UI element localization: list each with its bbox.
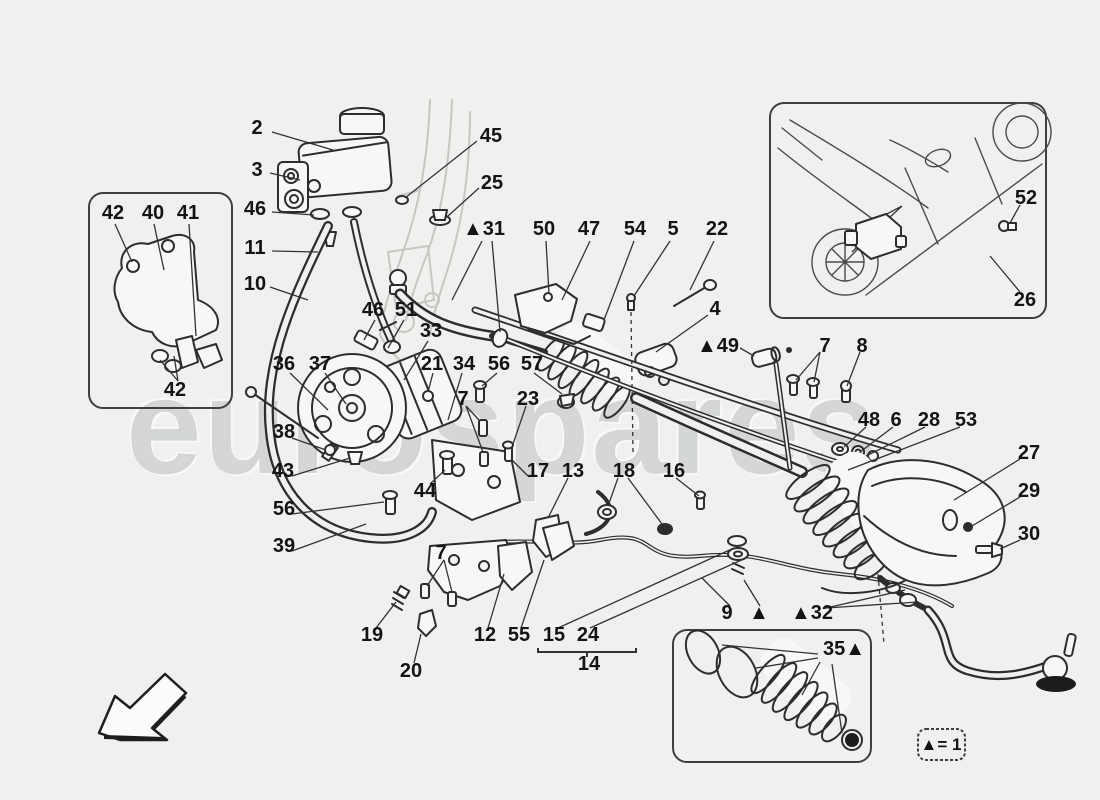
- part-callout-41: 41: [176, 202, 200, 224]
- part-callout-53: 53: [954, 409, 978, 431]
- part-callout-43: 43: [271, 460, 295, 482]
- pump-art: [245, 348, 521, 637]
- leader-lines: [114, 131, 1021, 734]
- legend-box: [917, 728, 966, 761]
- part-callout-49: ▲49: [696, 335, 740, 357]
- part-callout-40: 40: [141, 202, 165, 224]
- part-callout-9: 9: [721, 602, 733, 624]
- part-callout-46: 46: [243, 198, 267, 220]
- part-callout-10: 10: [243, 273, 267, 295]
- part-callout-6: 6: [890, 409, 902, 431]
- part-callout-24: 24: [576, 624, 600, 646]
- part-callout-55: 55: [507, 624, 531, 646]
- part-callout-47: 47: [577, 218, 601, 240]
- part-callout-44: 44: [413, 480, 437, 502]
- part-callout-50: 50: [532, 218, 556, 240]
- part-callout-23: 23: [516, 388, 540, 410]
- part-callout-7: 7: [457, 388, 469, 410]
- part-callout-28: 28: [917, 409, 941, 431]
- part-callout-: ▲: [749, 602, 769, 624]
- direction-arrow: [97, 672, 188, 742]
- part-callout-37: 37: [308, 353, 332, 375]
- part-callout-52: 52: [1014, 187, 1038, 209]
- part-callout-29: 29: [1017, 480, 1041, 502]
- part-callout-56: 56: [487, 353, 511, 375]
- part-callout-38: 38: [272, 421, 296, 443]
- part-callout-39: 39: [272, 535, 296, 557]
- mount-bracket-art: [113, 234, 223, 373]
- part-callout-42: 42: [101, 202, 125, 224]
- part-callout-27: 27: [1017, 442, 1041, 464]
- vehicle-art: [777, 102, 1052, 296]
- part-callout-56: 56: [272, 498, 296, 520]
- part-callout-45: 45: [479, 125, 503, 147]
- part-callout-14: 14: [577, 653, 601, 675]
- reservoir-art: [263, 107, 437, 544]
- part-callout-42: 42: [163, 379, 187, 401]
- part-callout-17: 17: [526, 460, 550, 482]
- part-callout-46: 46: [361, 299, 385, 321]
- inset-boot-kit: [672, 629, 872, 763]
- part-callout-54: 54: [623, 218, 647, 240]
- part-callout-31: ▲31: [462, 218, 506, 240]
- part-callout-35: 35▲: [822, 638, 866, 660]
- part-callout-33: 33: [419, 320, 443, 342]
- part-callout-15: 15: [542, 624, 566, 646]
- part-callout-51: 51: [394, 299, 418, 321]
- part-callout-7: 7: [819, 335, 831, 357]
- inset-vehicle-location: [769, 102, 1047, 319]
- part-callout-36: 36: [272, 353, 296, 375]
- part-callout-21: 21: [420, 353, 444, 375]
- part-callout-32: ▲32: [790, 602, 834, 624]
- part-callout-34: 34: [452, 353, 476, 375]
- steering-rack-art: [389, 269, 1077, 692]
- part-callout-13: 13: [561, 460, 585, 482]
- part-callout-4: 4: [709, 298, 721, 320]
- part-callout-5: 5: [667, 218, 679, 240]
- part-callout-18: 18: [612, 460, 636, 482]
- part-callout-2: 2: [251, 117, 263, 139]
- part-callout-16: 16: [662, 460, 686, 482]
- small-nuts-art: [395, 195, 451, 226]
- part-callout-8: 8: [856, 335, 868, 357]
- part-callout-12: 12: [473, 624, 497, 646]
- part-callout-11: 11: [244, 237, 266, 259]
- inset-mount-bracket: [88, 192, 233, 409]
- part-callout-7: 7: [435, 542, 447, 564]
- boot-kit-art: [684, 629, 863, 751]
- part-callout-26: 26: [1013, 289, 1037, 311]
- legend-label: ▲= 1: [920, 735, 962, 754]
- part-callout-30: 30: [1017, 523, 1041, 545]
- part-callout-25: 25: [480, 172, 504, 194]
- part-callout-57: 57: [520, 353, 544, 375]
- part-callout-48: 48: [857, 409, 881, 431]
- part-callout-3: 3: [251, 159, 263, 181]
- part-callout-22: 22: [705, 218, 729, 240]
- ghost-engine-sketch: [379, 99, 471, 371]
- part-callout-20: 20: [399, 660, 423, 682]
- part-callout-19: 19: [360, 624, 384, 646]
